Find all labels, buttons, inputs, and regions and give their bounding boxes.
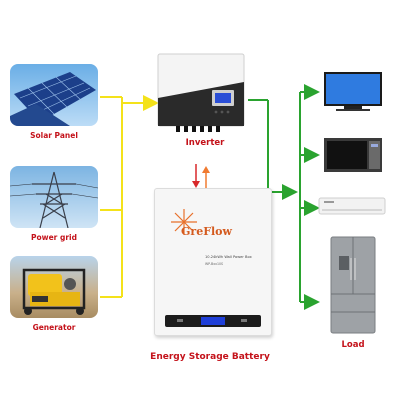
- tv-icon: [324, 72, 382, 111]
- battery-image: GreFlow 10.24kWh Wall Power Box WP-Bxx10…: [154, 188, 272, 336]
- air-conditioner-icon: [318, 197, 386, 215]
- inverter-icon: [157, 53, 245, 132]
- tv-image: [322, 70, 384, 114]
- microwave-image: [322, 136, 384, 176]
- microwave-icon: [324, 138, 382, 172]
- refrigerator-image: [330, 236, 376, 334]
- battery-brand: GreFlow: [181, 225, 232, 238]
- air-conditioner-image: [318, 196, 386, 218]
- power-grid-label: Power grid: [31, 233, 77, 242]
- power-grid-image: [10, 166, 98, 228]
- charge-discharge-arrows: [192, 164, 210, 188]
- transmission-tower-icon: [10, 171, 98, 228]
- battery-model-text: 10.24kWh Wall Power Box: [205, 255, 252, 259]
- battery-body-shape: [165, 315, 261, 327]
- source-bus-line: [100, 95, 159, 298]
- inverter-image: [156, 52, 248, 134]
- generator-label: Generator: [32, 323, 76, 332]
- battery-model-sub: WP-Bxx10S: [205, 262, 224, 266]
- load-bus-line: [248, 84, 320, 310]
- solar-panel-label: Solar Panel: [30, 131, 78, 140]
- refrigerator-icon: [330, 236, 376, 334]
- battery-label: Energy Storage Battery: [150, 352, 270, 362]
- generator-image: [10, 256, 98, 318]
- inverter-label: Inverter: [185, 138, 225, 148]
- solar-panel-image: [10, 64, 98, 126]
- solar-panel-icon: [10, 72, 96, 126]
- generator-icon: [22, 268, 86, 315]
- load-label: Load: [341, 340, 365, 350]
- greflow-logo-icon: [171, 209, 197, 235]
